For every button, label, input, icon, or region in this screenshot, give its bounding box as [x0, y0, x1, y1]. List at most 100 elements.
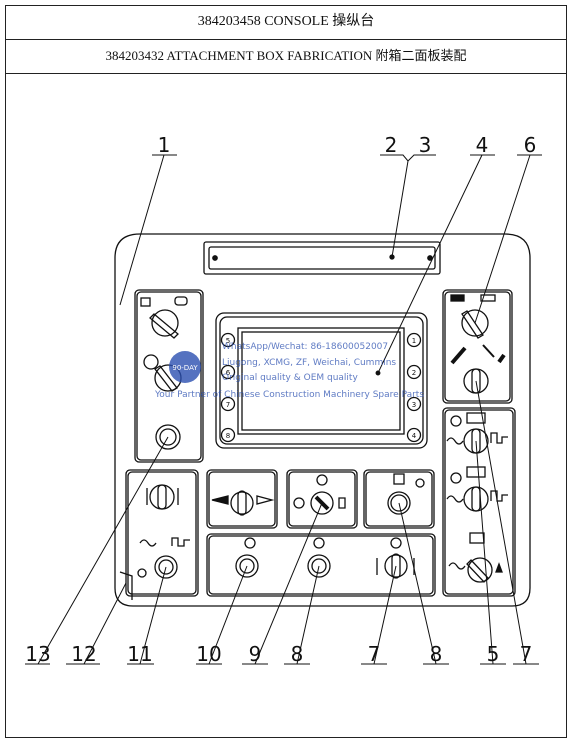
right-key-switch-lever [461, 310, 484, 339]
light-rotary-switch [310, 491, 334, 515]
drawing-subtitle: 384203432 ATTACHMENT BOX FABRICATION 附箱二… [5, 39, 567, 74]
bottom-push-button-10-inner [239, 558, 255, 574]
leader-7a [361, 565, 397, 665]
callout-7-right: 7 [520, 642, 533, 666]
screen-button-label-8: 8 [226, 432, 230, 440]
drawing-title: 384203458 CONSOLE 操纵台 [5, 5, 567, 40]
callout-9: 9 [249, 642, 262, 666]
bottom-push-button-10 [235, 554, 259, 578]
travel-icon-right [256, 495, 275, 505]
tilt-icon [469, 532, 485, 544]
callout-10: 10 [196, 642, 221, 666]
display-screen [237, 327, 405, 435]
screen-button-label-1: 1 [412, 337, 416, 345]
watermark-line-4: Your Partner of Chinese Construction Mac… [155, 390, 425, 400]
drawing-frame [5, 5, 567, 738]
leader-9 [242, 502, 323, 665]
button-10-icon [244, 537, 256, 549]
center-left-plate-inner [208, 471, 276, 527]
screen-button-8 [220, 427, 236, 443]
rotary-switch-bottom-lever [466, 559, 489, 583]
callout-5: 5 [487, 642, 500, 666]
right-key-switch [461, 309, 489, 337]
indicator-lamp-2 [450, 472, 462, 484]
right-upper-plate [442, 289, 513, 404]
power-icon [316, 474, 328, 486]
step-icon-left [171, 537, 190, 547]
left-switch-plate [134, 289, 204, 463]
wiper-icon-right [482, 344, 495, 358]
leader-5 [475, 440, 506, 665]
mode-rotary-switch [149, 484, 175, 510]
rotary-7-icon [390, 537, 402, 549]
watermark-line-3: Original quality & OEM quality [222, 373, 358, 383]
wave-icon-2 [446, 495, 464, 503]
console-panel-outline [114, 233, 531, 607]
center-right-lamp [415, 478, 425, 488]
wiper-icon-left [450, 346, 467, 365]
left-push-button [155, 424, 181, 450]
slot-screw-left [212, 255, 218, 261]
screen-button-label-7: 7 [226, 401, 230, 409]
leader-1 [119, 154, 177, 306]
center-plate [286, 469, 358, 529]
rotary-switch-5-knob [471, 428, 481, 454]
left-switch-plate-inner [136, 291, 202, 461]
top-slot-plate [203, 241, 441, 275]
screen-button-label-6: 6 [226, 369, 231, 377]
center-left-plate [206, 469, 278, 529]
leader-10 [196, 565, 248, 665]
center-right-plate-inner [365, 471, 433, 527]
leader-6 [474, 154, 542, 324]
key-switch-top [151, 309, 179, 337]
bottom-left-push-button-inner [158, 559, 174, 575]
callout-11: 11 [127, 642, 152, 666]
wave-icon-1 [446, 437, 464, 445]
leader-11 [127, 566, 167, 665]
lock-icon-right [480, 294, 496, 302]
display-screen-inner [241, 331, 401, 431]
center-left-rotary-knob [237, 490, 247, 516]
screen-button-label-5: 5 [226, 337, 230, 345]
watermark-badge-circle [169, 351, 201, 383]
travel-icon-left [211, 495, 229, 505]
right-lower-plate-inner [444, 409, 514, 595]
right-rotary-knob [471, 368, 481, 394]
callout-1: 1 [158, 133, 171, 157]
panel-corner-detail [119, 571, 133, 600]
center-right-push-button [387, 491, 411, 515]
bottom-wide-plate [206, 533, 436, 597]
rotary-switch-7 [463, 486, 489, 512]
callout-13: 13 [25, 642, 50, 666]
watermark-line-1: WhatsApp/Wechat: 86-18600052007 [222, 342, 389, 352]
screen-button-7 [220, 396, 236, 412]
step-icon-2 [490, 490, 508, 502]
display-bezel-inner [219, 316, 424, 445]
callout-8-left: 8 [291, 642, 304, 666]
screen-button-label-4: 4 [412, 432, 417, 440]
wave-icon-left [139, 539, 157, 547]
center-right-push-button-inner [390, 494, 408, 512]
up-arrow-icon [495, 562, 503, 573]
screen-button-3 [406, 396, 422, 412]
screen-button-2 [406, 364, 422, 380]
button-8-icon [313, 537, 325, 549]
lamp-off-icon [293, 497, 305, 509]
leader-13 [25, 436, 169, 665]
wave-icon-3 [448, 562, 466, 570]
left-push-button-inner [159, 428, 177, 446]
watermark-line-2: Liugong, XCMG, ZF, Weichai, Cummins [222, 358, 397, 368]
center-plate-inner [288, 471, 356, 527]
rotary-switch-bottom [467, 557, 493, 583]
watermark-badge-text: 90-DAY [172, 364, 198, 372]
wiper-icon-far [497, 353, 506, 364]
slot-screw-right [427, 255, 433, 261]
callout-6: 6 [524, 133, 537, 157]
right-lower-plate [442, 407, 516, 597]
callout-3: 3 [419, 133, 432, 157]
display-bezel [215, 312, 428, 449]
screen-button-6 [220, 364, 236, 380]
key-icon [143, 354, 159, 370]
callout-2: 2 [385, 133, 398, 157]
callout-8-right: 8 [430, 642, 443, 666]
